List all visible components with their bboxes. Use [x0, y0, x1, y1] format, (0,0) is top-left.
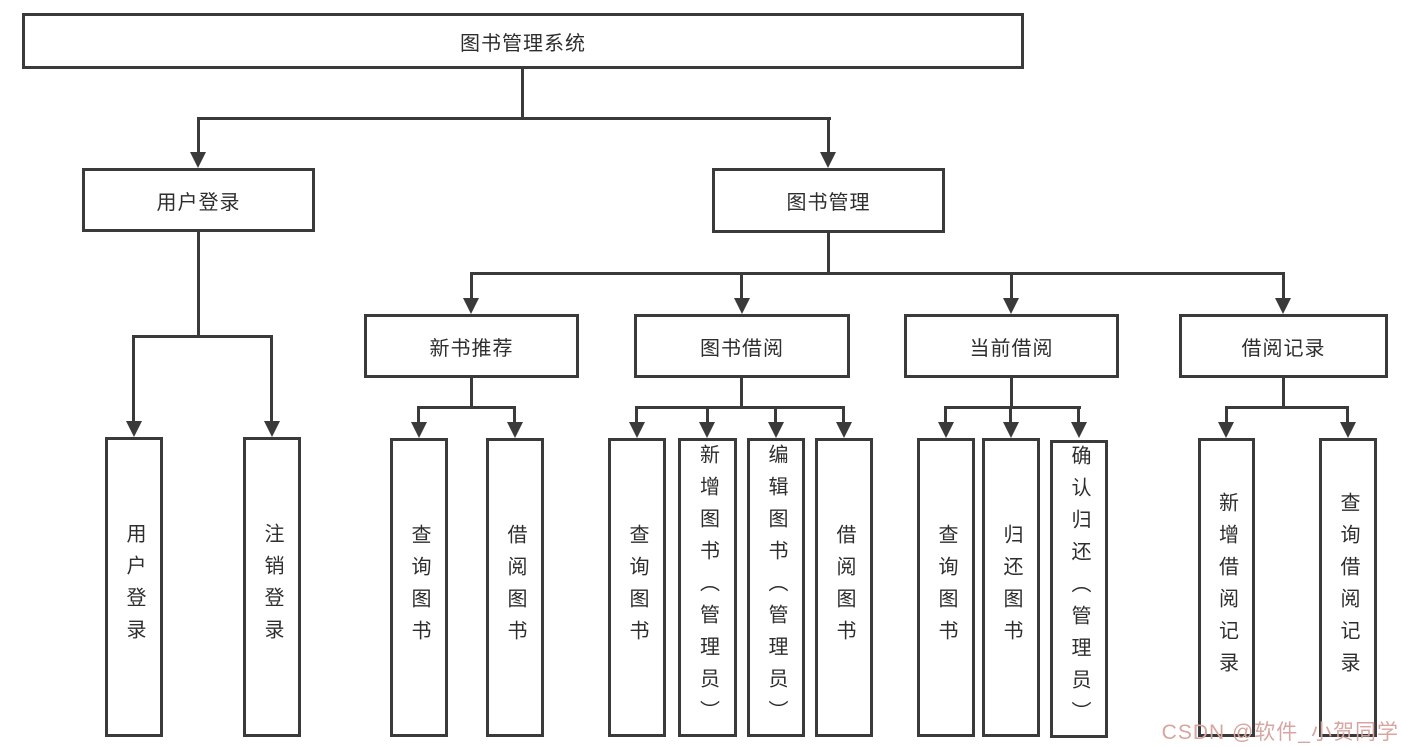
arrow-down-icon — [411, 422, 427, 438]
node-new-book-recommend-label: 新书推荐 — [429, 337, 514, 360]
arrow-down-icon — [1071, 422, 1087, 438]
connector-drop-leaf — [842, 406, 845, 424]
node-user-login-label: 用户登录 — [156, 191, 241, 214]
leaf-label: 查询借阅记录 — [1337, 491, 1359, 684]
connector-drop-leaf — [944, 406, 947, 424]
arrow-down-icon — [820, 152, 836, 168]
leaf-records-query: 查询借阅记录 — [1319, 438, 1377, 737]
connector-book-borrow-rail — [635, 406, 845, 409]
node-book-management-label: 图书管理 — [786, 192, 871, 214]
arrow-down-icon — [1003, 422, 1019, 438]
arrow-down-icon — [190, 152, 206, 168]
connector-root-stub — [521, 69, 524, 117]
leaf-borrow-query: 查询图书 — [608, 438, 666, 737]
node-new-book-recommend: 新书推荐 — [364, 314, 579, 378]
connector-drop-leaf — [635, 406, 638, 424]
connector-level2-rail — [470, 272, 1285, 275]
arrow-down-icon — [1218, 422, 1234, 438]
connector-drop-leaf — [1077, 406, 1080, 424]
arrow-down-icon — [463, 298, 479, 314]
connector-book-mgmt-stub — [827, 233, 830, 275]
leaf-label: 借阅图书 — [504, 523, 526, 652]
node-current-borrow: 当前借阅 — [904, 314, 1119, 378]
node-root-label: 图书管理系统 — [460, 32, 586, 55]
leaf-label: 新增图书（管理员） — [696, 443, 719, 732]
leaf-label: 编辑图书（管理员） — [765, 443, 787, 732]
leaf-label: 确认归还（管理员） — [1068, 445, 1090, 733]
node-book-borrow-label: 图书借阅 — [700, 337, 784, 360]
connector-drop-user-login — [197, 117, 200, 153]
leaf-current-query: 查询图书 — [917, 438, 975, 737]
arrow-down-icon — [264, 421, 280, 437]
leaf-new-books-borrow: 借阅图书 — [486, 438, 544, 737]
connector-drop-leaf — [706, 406, 709, 424]
leaf-new-books-query: 查询图书 — [390, 438, 448, 737]
node-borrow-records-label: 借阅记录 — [1241, 337, 1326, 360]
connector-current-borrow-rail — [944, 406, 1081, 409]
arrow-down-icon — [126, 421, 142, 437]
leaf-logout: 注销登录 — [243, 437, 301, 737]
arrow-down-icon — [768, 422, 784, 438]
arrow-down-icon — [1003, 298, 1019, 314]
leaf-label: 查询图书 — [935, 523, 957, 652]
arrow-down-icon — [629, 422, 645, 438]
connector-level1-rail — [197, 117, 831, 120]
leaf-records-add: 新增借阅记录 — [1198, 438, 1255, 737]
connector-drop-new-books — [470, 272, 473, 300]
arrow-down-icon — [1340, 422, 1356, 438]
arrow-down-icon — [734, 298, 750, 314]
connector-book-borrow-stub — [740, 378, 743, 409]
connector-drop-borrow-records — [1282, 272, 1285, 300]
connector-drop-leaf — [417, 406, 420, 424]
csdn-watermark: CSDN @软件_小贺同学 — [1161, 721, 1399, 744]
leaf-label: 查询图书 — [626, 523, 648, 652]
connector-drop-book-mgmt — [827, 117, 830, 153]
leaf-borrow-edit-admin: 编辑图书（管理员） — [747, 438, 805, 737]
node-book-management: 图书管理 — [712, 168, 945, 233]
connector-drop-book-borrow — [740, 272, 743, 300]
arrow-down-icon — [507, 422, 523, 438]
leaf-current-return: 归还图书 — [982, 438, 1040, 737]
connector-drop-leaf — [513, 406, 516, 424]
leaf-label: 归还图书 — [1000, 523, 1022, 652]
node-borrow-records: 借阅记录 — [1179, 314, 1388, 378]
leaf-borrow-add-admin: 新增图书（管理员） — [678, 438, 737, 737]
node-book-borrow: 图书借阅 — [634, 314, 850, 378]
leaf-label: 查询图书 — [408, 523, 430, 652]
connector-drop-leaf — [1225, 406, 1228, 424]
connector-drop-leaf — [132, 335, 135, 423]
connector-current-borrow-stub — [1010, 378, 1013, 409]
arrow-down-icon — [1275, 298, 1291, 314]
leaf-label: 注销登录 — [261, 523, 283, 651]
node-current-borrow-label: 当前借阅 — [969, 337, 1054, 360]
connector-drop-leaf — [1009, 406, 1012, 424]
connector-drop-leaf — [774, 406, 777, 424]
leaf-current-confirm-admin: 确认归还（管理员） — [1050, 440, 1108, 738]
leaf-label: 新增借阅记录 — [1215, 491, 1238, 684]
connector-user-login-rail — [132, 335, 273, 338]
connector-new-books-stub — [470, 378, 473, 409]
connector-new-books-rail — [417, 406, 516, 409]
arrow-down-icon — [938, 422, 954, 438]
leaf-user-login: 用户登录 — [105, 437, 163, 737]
leaf-label: 用户登录 — [123, 523, 145, 651]
connector-drop-leaf — [1346, 406, 1349, 424]
connector-drop-leaf — [270, 335, 273, 423]
connector-user-login-stub — [197, 232, 200, 338]
connector-borrow-records-stub — [1282, 378, 1285, 409]
connector-drop-current-borrow — [1010, 272, 1013, 300]
leaf-borrow-borrow: 借阅图书 — [815, 438, 873, 737]
leaf-label: 借阅图书 — [833, 523, 855, 652]
arrow-down-icon — [699, 422, 715, 438]
node-root: 图书管理系统 — [22, 13, 1024, 69]
node-user-login: 用户登录 — [82, 168, 315, 232]
arrow-down-icon — [836, 422, 852, 438]
connector-borrow-records-rail — [1225, 406, 1349, 409]
